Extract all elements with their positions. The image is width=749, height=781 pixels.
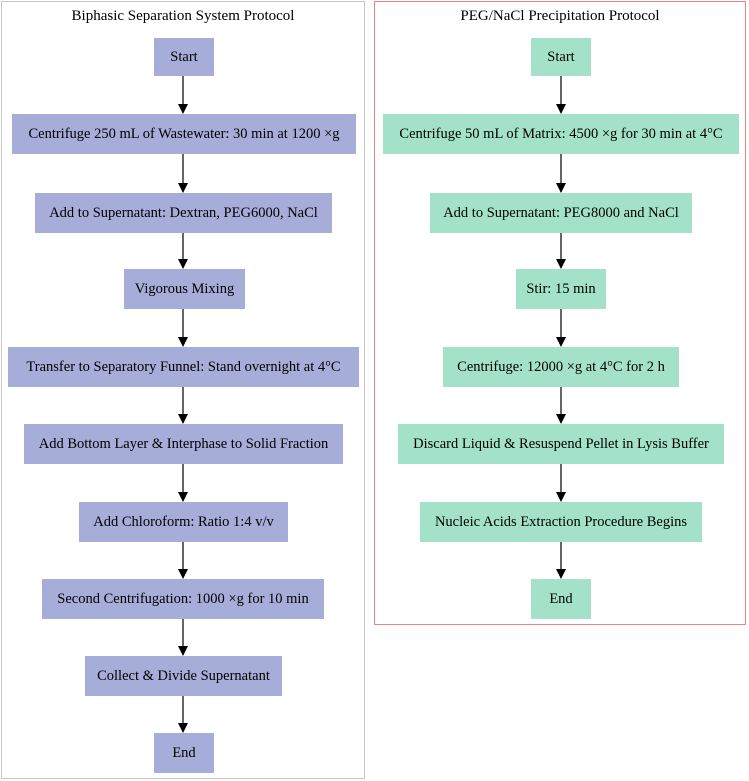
left-step-separatory-funnel: Transfer to Separatory Funnel: Stand ove… <box>8 347 359 387</box>
right-step-nucleic-acids-extraction: Nucleic Acids Extraction Procedure Begin… <box>420 502 702 542</box>
peg-nacl-protocol-panel: PEG/NaCl Precipitation Protocol Start Ce… <box>374 1 746 625</box>
left-step-add-supernatant: Add to Supernatant: Dextran, PEG6000, Na… <box>35 193 332 233</box>
left-step-vigorous-mixing: Vigorous Mixing <box>124 269 245 309</box>
right-step-stir: Stir: 15 min <box>516 269 606 309</box>
left-flow-arrows <box>178 76 188 733</box>
left-step-second-centrifugation: Second Centrifugation: 1000 ×g for 10 mi… <box>42 579 324 619</box>
right-step-end: End <box>531 579 591 619</box>
left-step-centrifuge: Centrifuge 250 mL of Wastewater: 30 min … <box>12 114 356 154</box>
right-step-centrifuge-12000: Centrifuge: 12000 ×g at 4°C for 2 h <box>443 347 679 387</box>
right-step-centrifuge-matrix: Centrifuge 50 mL of Matrix: 4500 ×g for … <box>383 114 739 154</box>
left-step-start: Start <box>154 38 214 76</box>
left-step-collect-divide: Collect & Divide Supernatant <box>85 656 282 696</box>
peg-nacl-protocol-title: PEG/NaCl Precipitation Protocol <box>460 8 660 24</box>
right-step-discard-resuspend: Discard Liquid & Resuspend Pellet in Lys… <box>398 424 724 464</box>
right-step-add-supernatant: Add to Supernatant: PEG8000 and NaCl <box>430 193 692 233</box>
biphasic-protocol-panel: Biphasic Separation System Protocol Star… <box>1 1 365 779</box>
left-step-chloroform: Add Chloroform: Ratio 1:4 v/v <box>79 502 288 542</box>
biphasic-protocol-title: Biphasic Separation System Protocol <box>71 8 295 24</box>
left-step-bottom-layer: Add Bottom Layer & Interphase to Solid F… <box>24 424 343 464</box>
left-step-end: End <box>154 733 214 773</box>
right-step-start: Start <box>531 38 591 76</box>
right-flow-arrows <box>556 76 566 579</box>
